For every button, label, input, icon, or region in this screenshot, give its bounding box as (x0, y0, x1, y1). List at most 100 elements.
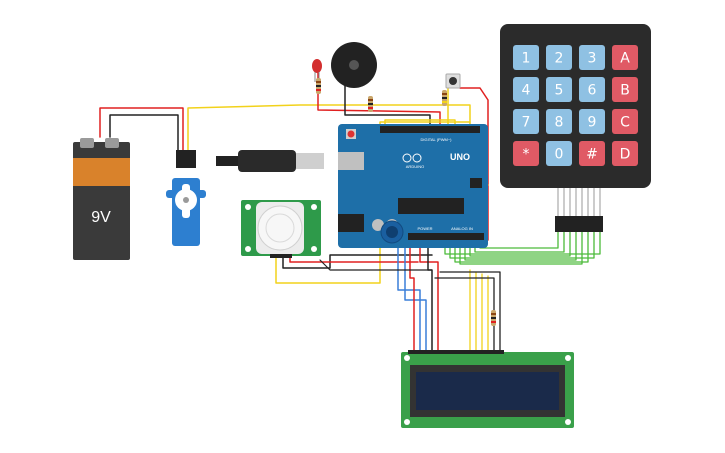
wire-servo-signal[interactable] (187, 104, 471, 151)
keypad-key-4[interactable]: 4 (513, 77, 539, 102)
keypad-key-face (513, 109, 539, 134)
button-cap[interactable] (449, 77, 457, 85)
arduino-logo-icon (402, 153, 412, 163)
keypad-key-8[interactable]: 8 (546, 109, 572, 134)
keypad-key-face (612, 141, 638, 166)
wire-pir-gnd[interactable] (282, 254, 433, 269)
wire-battery-black[interactable] (109, 114, 179, 151)
keypad-key-D[interactable]: D (612, 141, 638, 166)
resistor-button[interactable] (442, 90, 447, 106)
piezo-buzzer[interactable] (331, 42, 377, 88)
usb-plug-tip (216, 156, 238, 166)
keypad-key-face (546, 109, 572, 134)
keypad-key-face (612, 77, 638, 102)
lcd-pins (408, 350, 504, 354)
keypad-key-C[interactable]: C (612, 109, 638, 134)
potentiometer[interactable] (380, 220, 404, 244)
pot-knob[interactable] (386, 226, 398, 238)
keypad-key-face (612, 45, 638, 70)
keypad-key-label: D (620, 147, 631, 163)
analog-label: ANALOG IN (451, 226, 473, 231)
pir-dome[interactable] (257, 205, 303, 251)
keypad-key-A[interactable]: A (612, 45, 638, 70)
arduino-uno[interactable]: DIGITAL (PWM~) UNO ARDUINO POWER ANALOG … (338, 124, 488, 248)
lcd-hole (565, 419, 571, 425)
keypad-key-label: 1 (522, 51, 531, 67)
wire-battery-red[interactable] (99, 107, 184, 151)
keypad-key-label: # (586, 147, 598, 163)
resistor-lcd[interactable] (491, 310, 496, 326)
wire-lcd-red2[interactable] (409, 234, 415, 351)
keypad-key-1[interactable]: 1 (513, 45, 539, 70)
usb-port (338, 152, 364, 170)
keypad-key-face (546, 77, 572, 102)
wire-lcd-red[interactable] (419, 239, 439, 351)
wire-lcd-black3[interactable] (434, 277, 495, 351)
keypad-key-9[interactable]: 9 (579, 109, 605, 134)
digital-label: DIGITAL (PWM~) (421, 137, 453, 142)
wire-pir-red[interactable] (289, 254, 419, 263)
reset-button[interactable] (347, 130, 355, 138)
keypad-key-5[interactable]: 5 (546, 77, 572, 102)
keypad-key-7[interactable]: 7 (513, 109, 539, 134)
keypad-key-B[interactable]: B (612, 77, 638, 102)
keypad-key-label: A (620, 51, 630, 67)
keypad-key-label: 0 (555, 147, 564, 163)
wire-lcd-black[interactable] (427, 239, 433, 351)
keypad-key-label: 7 (522, 115, 531, 131)
keypad-key-face (546, 45, 572, 70)
keypad-key-label: C (620, 115, 630, 131)
wire-lcd-black2[interactable] (439, 271, 501, 351)
battery-terminal-pos (105, 138, 119, 148)
lcd-hole (565, 355, 571, 361)
battery-label: 9V (91, 209, 111, 226)
lcd-16x2[interactable] (401, 350, 574, 428)
microcontroller-chip (398, 198, 464, 214)
keypad-key-label: 5 (555, 83, 564, 99)
servo-connector (176, 150, 196, 168)
wire-usb-black[interactable] (319, 259, 433, 271)
keypad-key-label: B (620, 83, 630, 99)
wire-yellow-pir[interactable] (275, 121, 471, 284)
usb-connector (296, 153, 324, 169)
icsp-header (470, 178, 482, 188)
arduino-logo-icon (412, 153, 422, 163)
keypad-key-face (513, 77, 539, 102)
resistor-led[interactable] (316, 78, 321, 94)
battery-top-band (73, 158, 130, 186)
arduino-logo-text: ARDUINO (406, 164, 424, 169)
keypad-key-3[interactable]: 3 (579, 45, 605, 70)
pir-hole (245, 204, 251, 210)
power-label: POWER (417, 226, 432, 231)
push-button[interactable] (445, 73, 461, 89)
digital-header (380, 126, 480, 133)
battery-9v[interactable]: 9V (73, 138, 130, 260)
keypad-key-*[interactable]: * (513, 141, 539, 166)
usb-plug-body (238, 150, 296, 172)
pir-sensor[interactable] (241, 200, 321, 258)
keypad-key-label: 8 (555, 115, 564, 131)
keypad-key-label: 6 (588, 83, 597, 99)
battery-terminal-neg (80, 138, 94, 148)
pir-hole (245, 246, 251, 252)
keypad-key-face (612, 109, 638, 134)
keypad-key-0[interactable]: 0 (546, 141, 572, 166)
keypad-connector (555, 188, 603, 232)
keypad-key-label: 2 (555, 51, 564, 67)
led-bulb (312, 59, 322, 73)
wire-lcd-blue1[interactable] (397, 234, 421, 351)
wire-lcd-blue2[interactable] (404, 234, 427, 351)
usb-cable[interactable] (216, 150, 324, 172)
wire-keypad-1[interactable] (479, 229, 559, 249)
servo-motor[interactable] (166, 150, 206, 246)
keypad-key-#[interactable]: # (579, 141, 605, 166)
resistor-buzzer[interactable] (368, 96, 373, 112)
lcd-hole (404, 355, 410, 361)
lcd-screen (416, 372, 559, 410)
keypad-key-6[interactable]: 6 (579, 77, 605, 102)
keypad-key-2[interactable]: 2 (546, 45, 572, 70)
pir-header (270, 254, 292, 258)
